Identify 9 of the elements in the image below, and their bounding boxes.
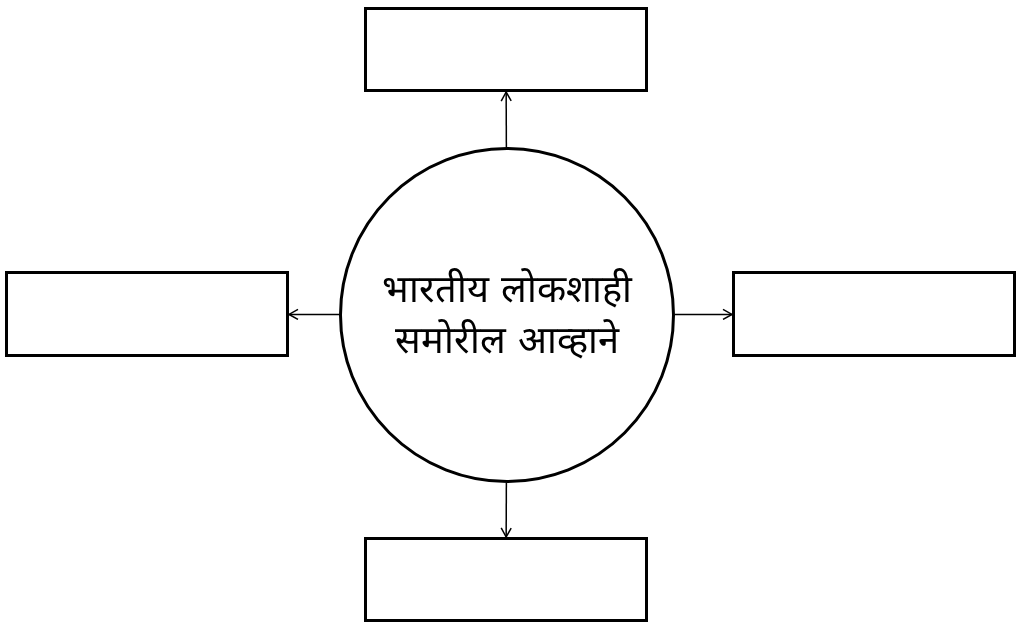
empty-box [364, 7, 648, 92]
empty-box [5, 271, 289, 357]
arrow [500, 91, 512, 148]
empty-box [364, 537, 648, 622]
arrow [674, 308, 733, 321]
arrow [500, 482, 512, 538]
arrow [288, 308, 340, 321]
topic-text: भारतीय लोकशाही समोरील आव्हाने [380, 265, 634, 364]
empty-box [732, 271, 1016, 357]
